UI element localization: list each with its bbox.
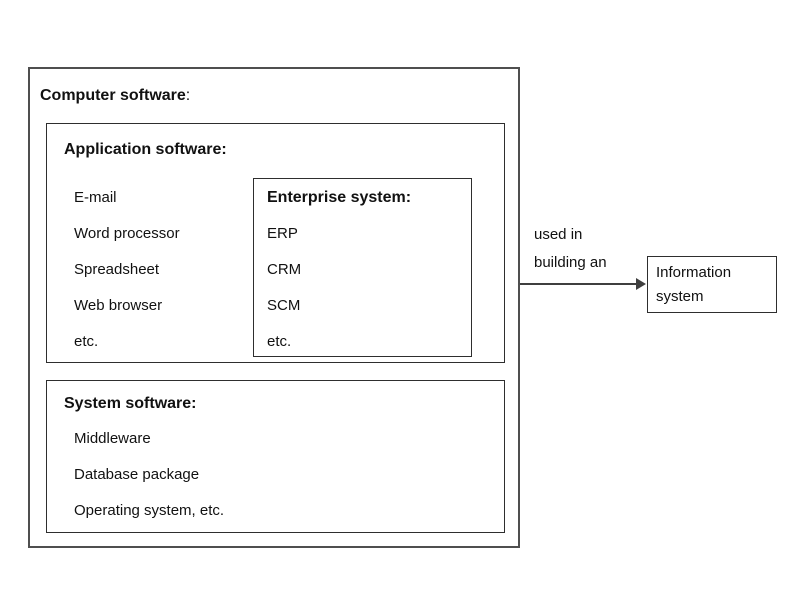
arrow-head-icon [636,278,646,290]
enterprise-system-title: Enterprise system: [267,189,412,206]
computer-software-box: Computer software: Application software:… [28,67,520,548]
arrow-label: used in building an [534,221,607,277]
list-item-web-browser: Web browser [74,297,163,314]
arrow-label-line1: used in [534,226,583,243]
enterprise-system-box: Enterprise system: ERP CRM SCM etc. [253,178,472,357]
list-item-ent-etc: etc. [267,333,292,350]
information-system-box: Information system [647,256,777,313]
list-item-database-package: Database package [74,466,200,483]
list-item-email: E-mail [74,189,117,206]
arrow-line [520,283,638,285]
list-item-word-processor: Word processor [74,225,180,242]
information-system-label: Information system [656,264,732,305]
list-item-app-etc: etc. [74,333,99,350]
list-item-spreadsheet: Spreadsheet [74,261,160,278]
arrow-label-line2: building an [534,254,607,271]
list-item-erp: ERP [267,225,298,242]
list-item-scm: SCM [267,297,301,314]
list-item-operating-system: Operating system, etc. [74,502,225,519]
computer-software-title: Computer software: [40,87,190,105]
computer-software-title-text: Computer software [40,87,186,104]
system-software-box: System software: Middleware Database pac… [46,380,505,533]
application-software-box: Application software: E-mail Word proces… [46,123,505,363]
list-item-middleware: Middleware [74,430,151,447]
system-software-title: System software: [64,395,197,412]
list-item-crm: CRM [267,261,302,278]
application-software-title: Application software: [64,141,227,158]
computer-software-title-colon: : [185,87,191,104]
